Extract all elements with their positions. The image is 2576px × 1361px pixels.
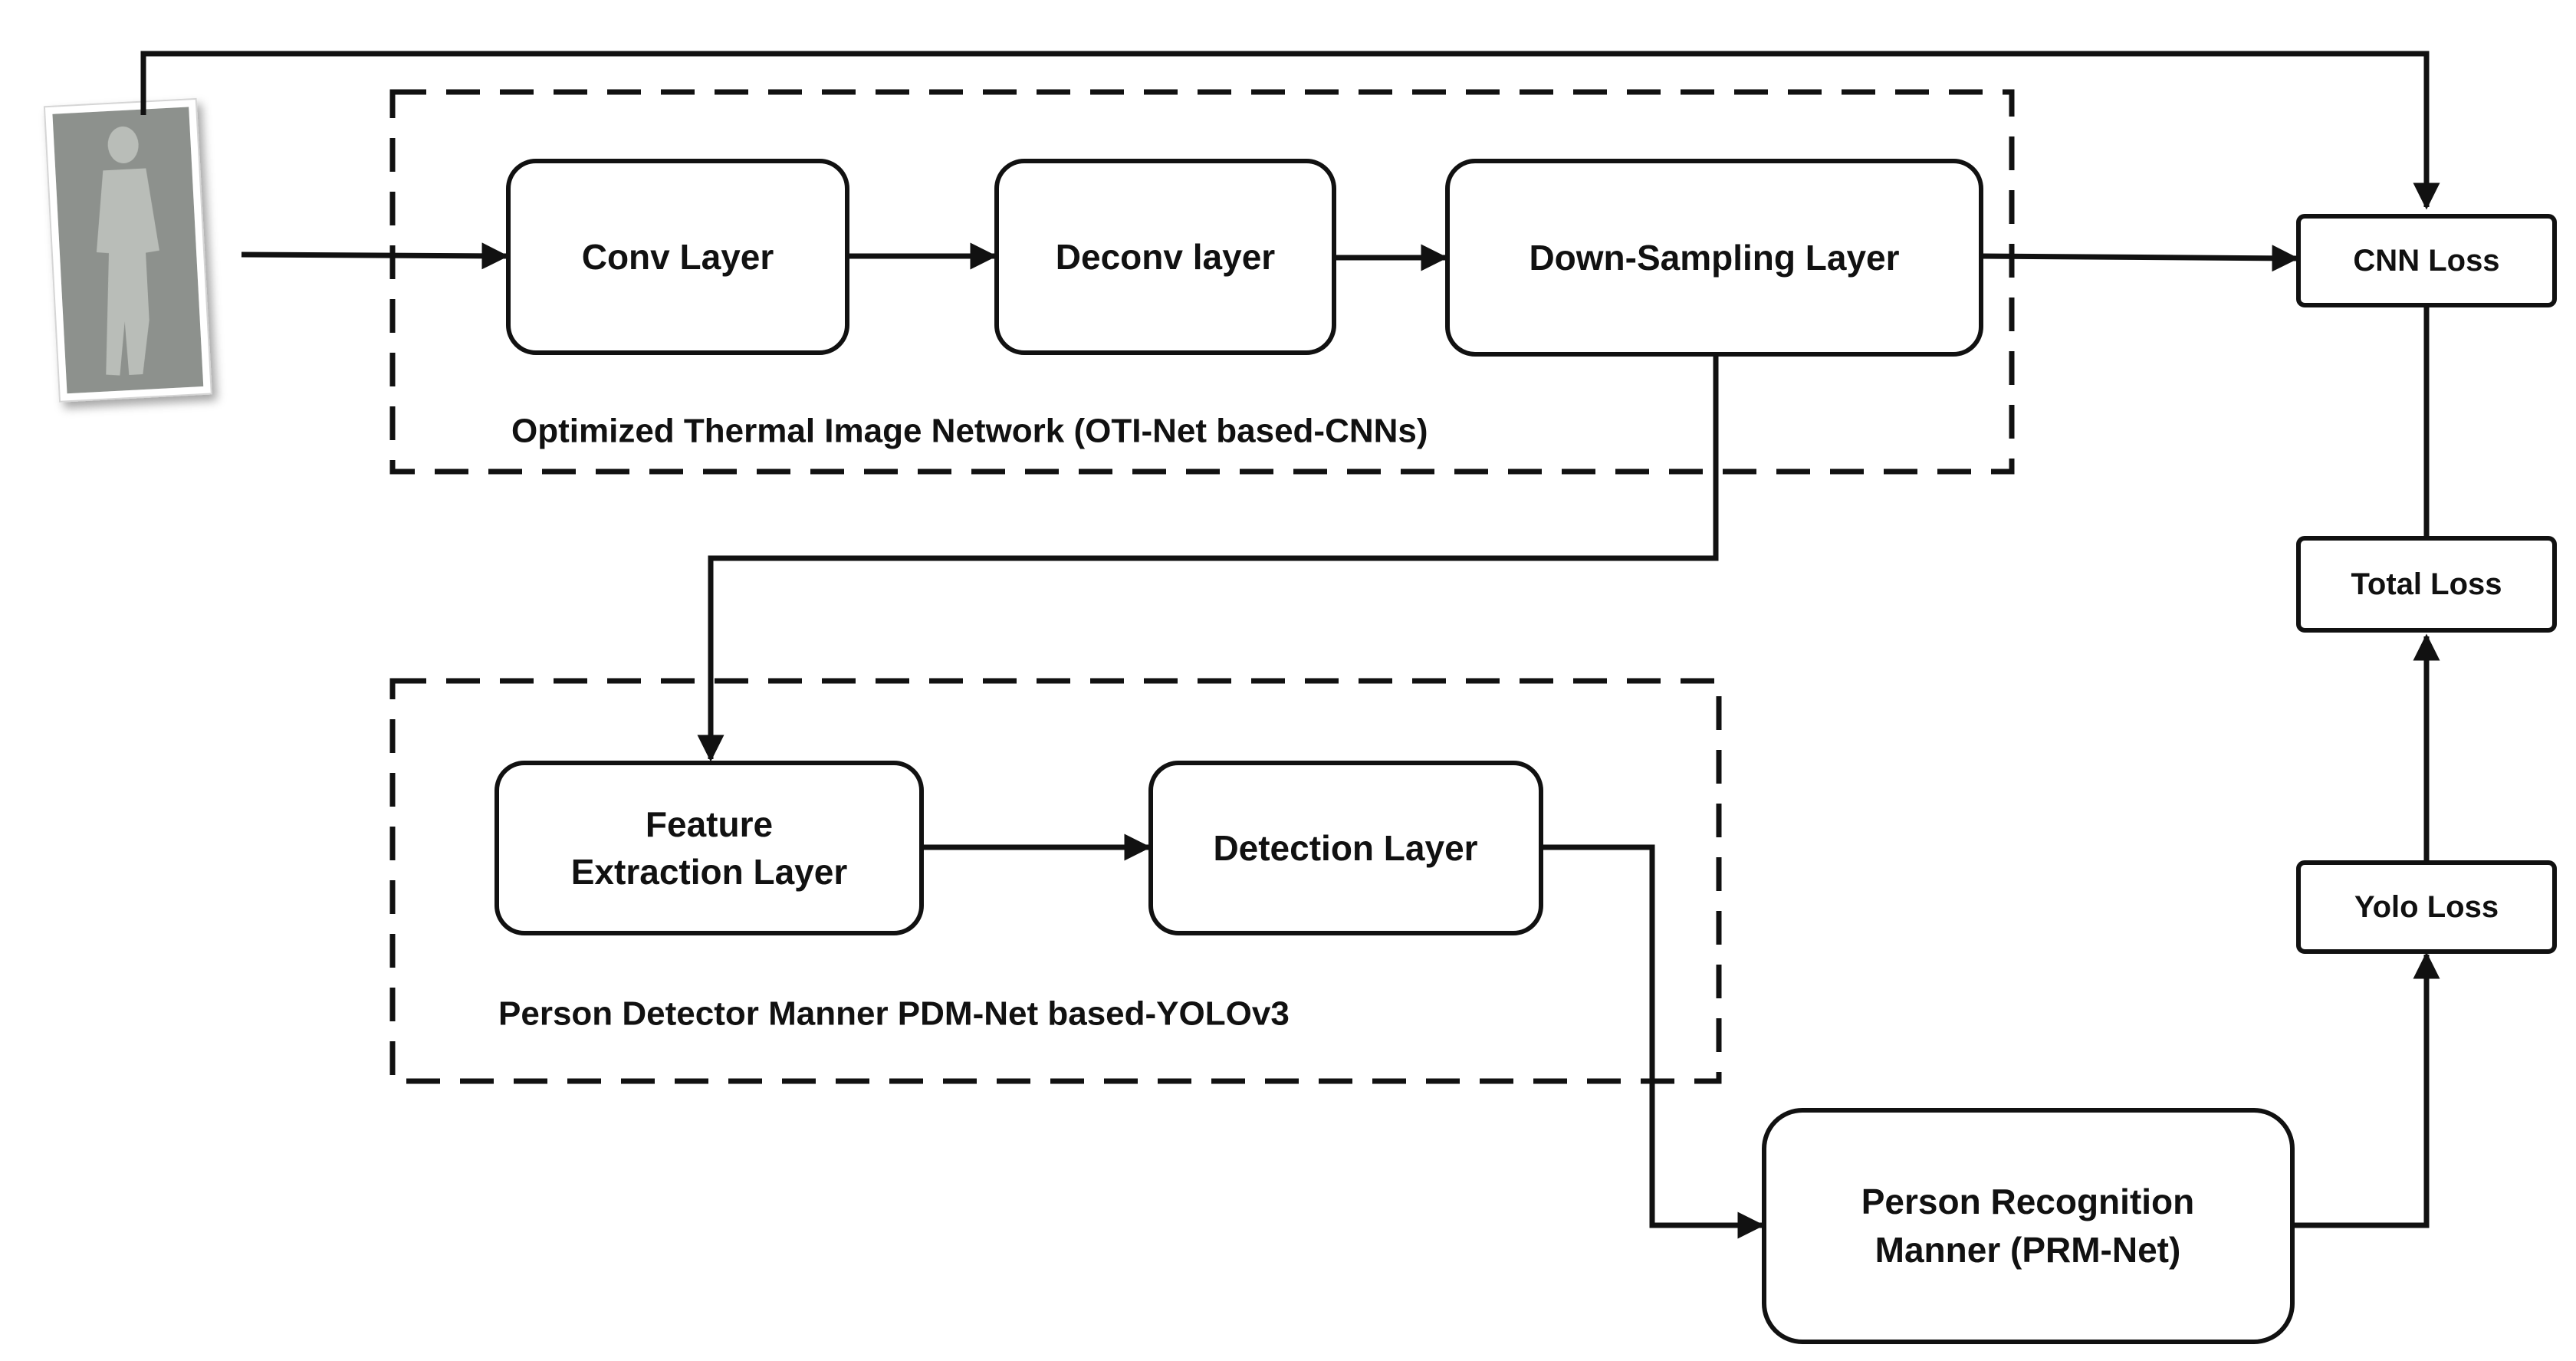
feature-extraction-label-line1: Feature xyxy=(646,804,773,844)
down-sampling-layer-label: Down-Sampling Layer xyxy=(1529,238,1899,278)
oti-net-group xyxy=(389,89,2015,475)
thermal-person-image-icon xyxy=(43,97,212,403)
conv-layer-label: Conv Layer xyxy=(582,237,774,277)
downsampling-to-cnn-loss-arrow xyxy=(1980,245,2299,272)
cnn-loss-label: CNN Loss xyxy=(2353,244,2499,278)
deconv-layer-node: Deconv layer xyxy=(994,159,1336,355)
oti-net-caption: Optimized Thermal Image Network (OTI-Net… xyxy=(511,413,1428,450)
input-to-conv-arrow xyxy=(241,242,509,270)
person-recognition-manner-node: Person Recognition Manner (PRM-Net) xyxy=(1762,1108,2295,1344)
input-to-cnn-loss-connector xyxy=(140,51,2440,210)
prm-label-line2: Manner (PRM-Net) xyxy=(1875,1230,2181,1270)
deconv-layer-label: Deconv layer xyxy=(1056,237,1275,277)
total-loss-node: Total Loss xyxy=(2296,536,2557,633)
conv-layer-node: Conv Layer xyxy=(506,159,849,355)
downsampling-to-feature-connector xyxy=(697,354,1719,762)
yolo-loss-node: Yolo Loss xyxy=(2296,860,2557,954)
yolo-loss-label: Yolo Loss xyxy=(2354,890,2499,924)
detection-to-prm-connector xyxy=(1541,844,1765,1239)
down-sampling-layer-node: Down-Sampling Layer xyxy=(1445,159,1983,357)
prm-label-line1: Person Recognition xyxy=(1861,1182,2194,1221)
detection-layer-node: Detection Layer xyxy=(1148,761,1543,935)
feature-extraction-layer-node: Feature Extraction Layer xyxy=(495,761,924,935)
cnn-loss-node: CNN Loss xyxy=(2296,214,2557,307)
total-loss-label: Total Loss xyxy=(2351,567,2502,601)
prm-to-yolo-loss-connector xyxy=(2292,952,2440,1228)
pdm-net-caption: Person Detector Manner PDM-Net based-YOL… xyxy=(498,995,1290,1033)
detection-layer-label: Detection Layer xyxy=(1213,828,1477,868)
pdm-net-group xyxy=(389,678,1722,1084)
feature-extraction-label-line2: Extraction Layer xyxy=(571,852,848,892)
